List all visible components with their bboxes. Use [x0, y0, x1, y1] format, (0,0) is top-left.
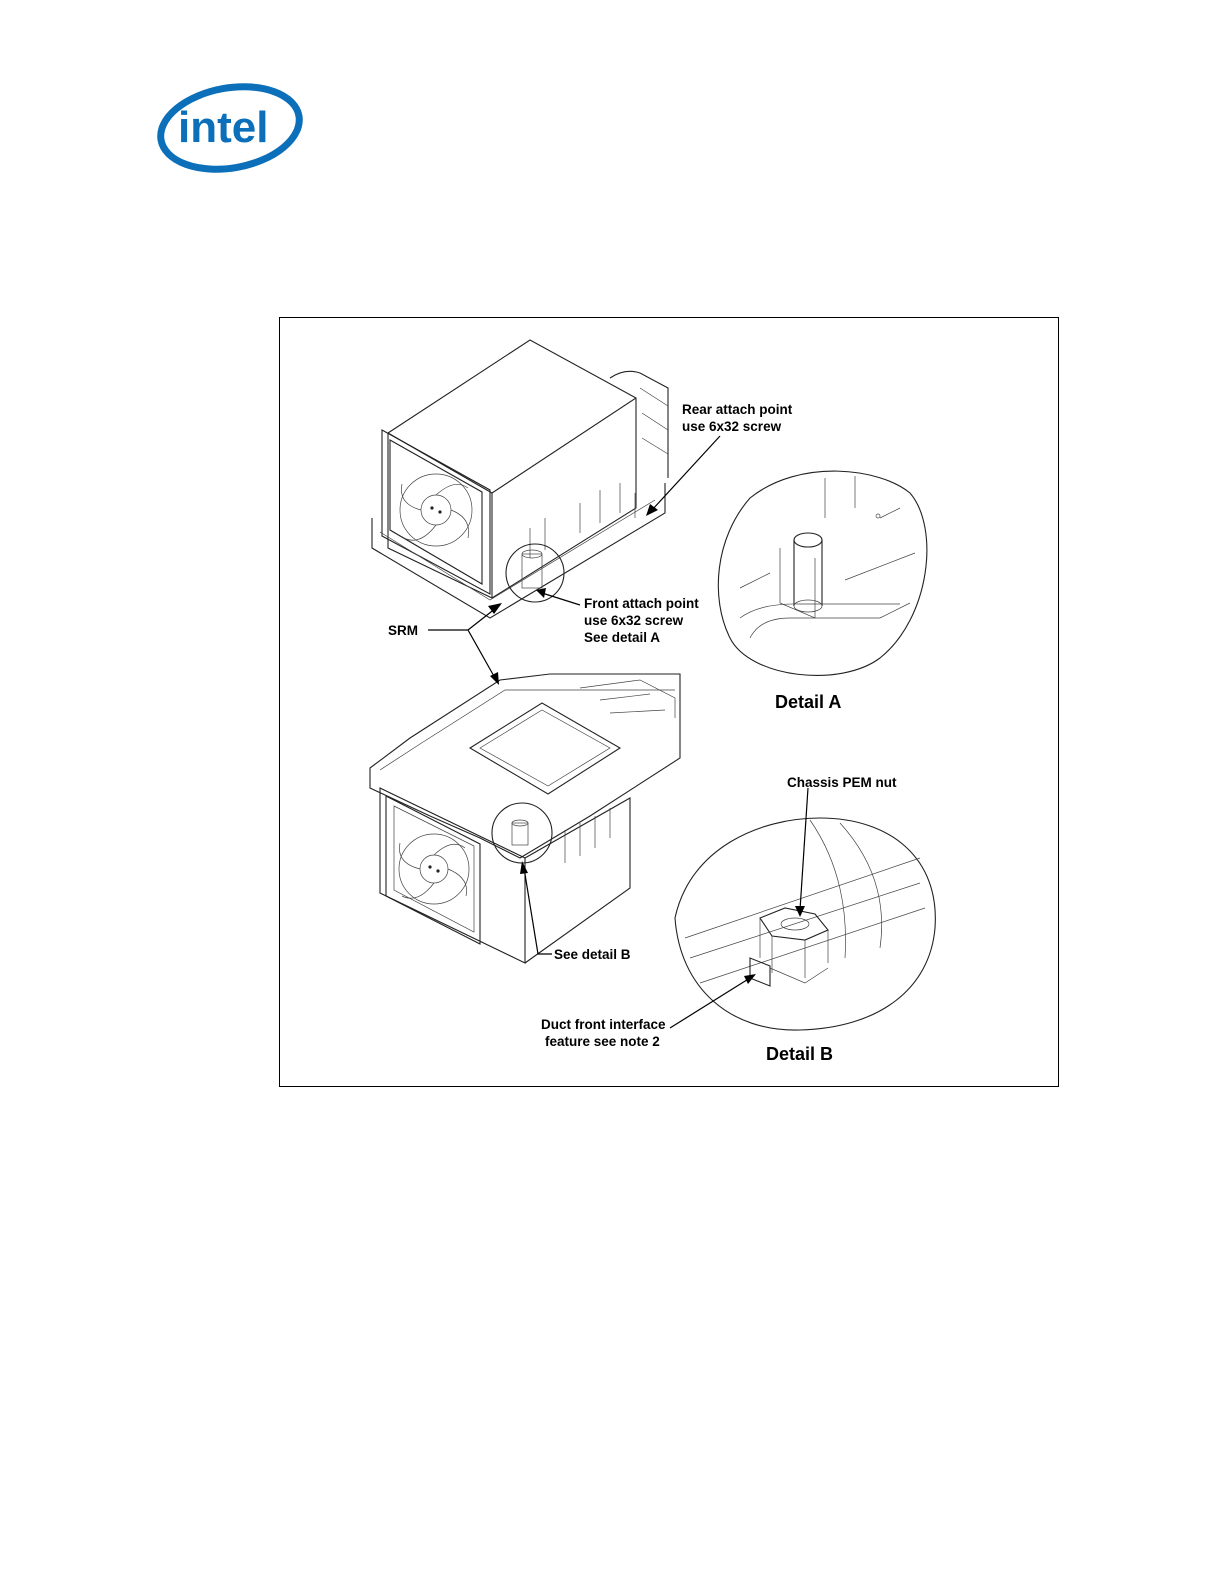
front-attach-label-line1: Front attach point — [584, 596, 699, 611]
rear-attach-label-line1: Rear attach point — [682, 402, 793, 417]
detail-b-circle — [492, 803, 552, 863]
top-fan-icon — [382, 430, 490, 594]
detail-b-view — [675, 818, 935, 1030]
top-heatsink-assembly — [372, 340, 668, 618]
rear-attach-label-line2: use 6x32 screw — [682, 419, 782, 434]
bottom-fan-icon — [386, 796, 480, 944]
bottom-heatsink-assembly — [370, 674, 680, 963]
intel-logo: intel — [156, 78, 306, 178]
front-attach-label-line2: use 6x32 screw — [584, 613, 684, 628]
srm-label: SRM — [388, 623, 418, 638]
duct-label-line1: Duct front interface — [541, 1017, 666, 1032]
figure-frame: Rear attach point use 6x32 screw Front a… — [279, 317, 1059, 1087]
front-attach-label-line3: See detail A — [584, 630, 660, 645]
detail-a-view — [718, 471, 927, 675]
intel-logo-wordmark: intel — [178, 103, 268, 152]
detail-a-title: Detail A — [775, 692, 841, 712]
leader-lines — [428, 436, 808, 1028]
duct-label-line2: feature see note 2 — [545, 1034, 660, 1049]
detail-b-title: Detail B — [766, 1044, 833, 1064]
srm-installation-diagram: Rear attach point use 6x32 screw Front a… — [280, 318, 1060, 1088]
see-detail-b-label: See detail B — [554, 947, 631, 962]
chassis-pem-nut-label: Chassis PEM nut — [787, 775, 897, 790]
